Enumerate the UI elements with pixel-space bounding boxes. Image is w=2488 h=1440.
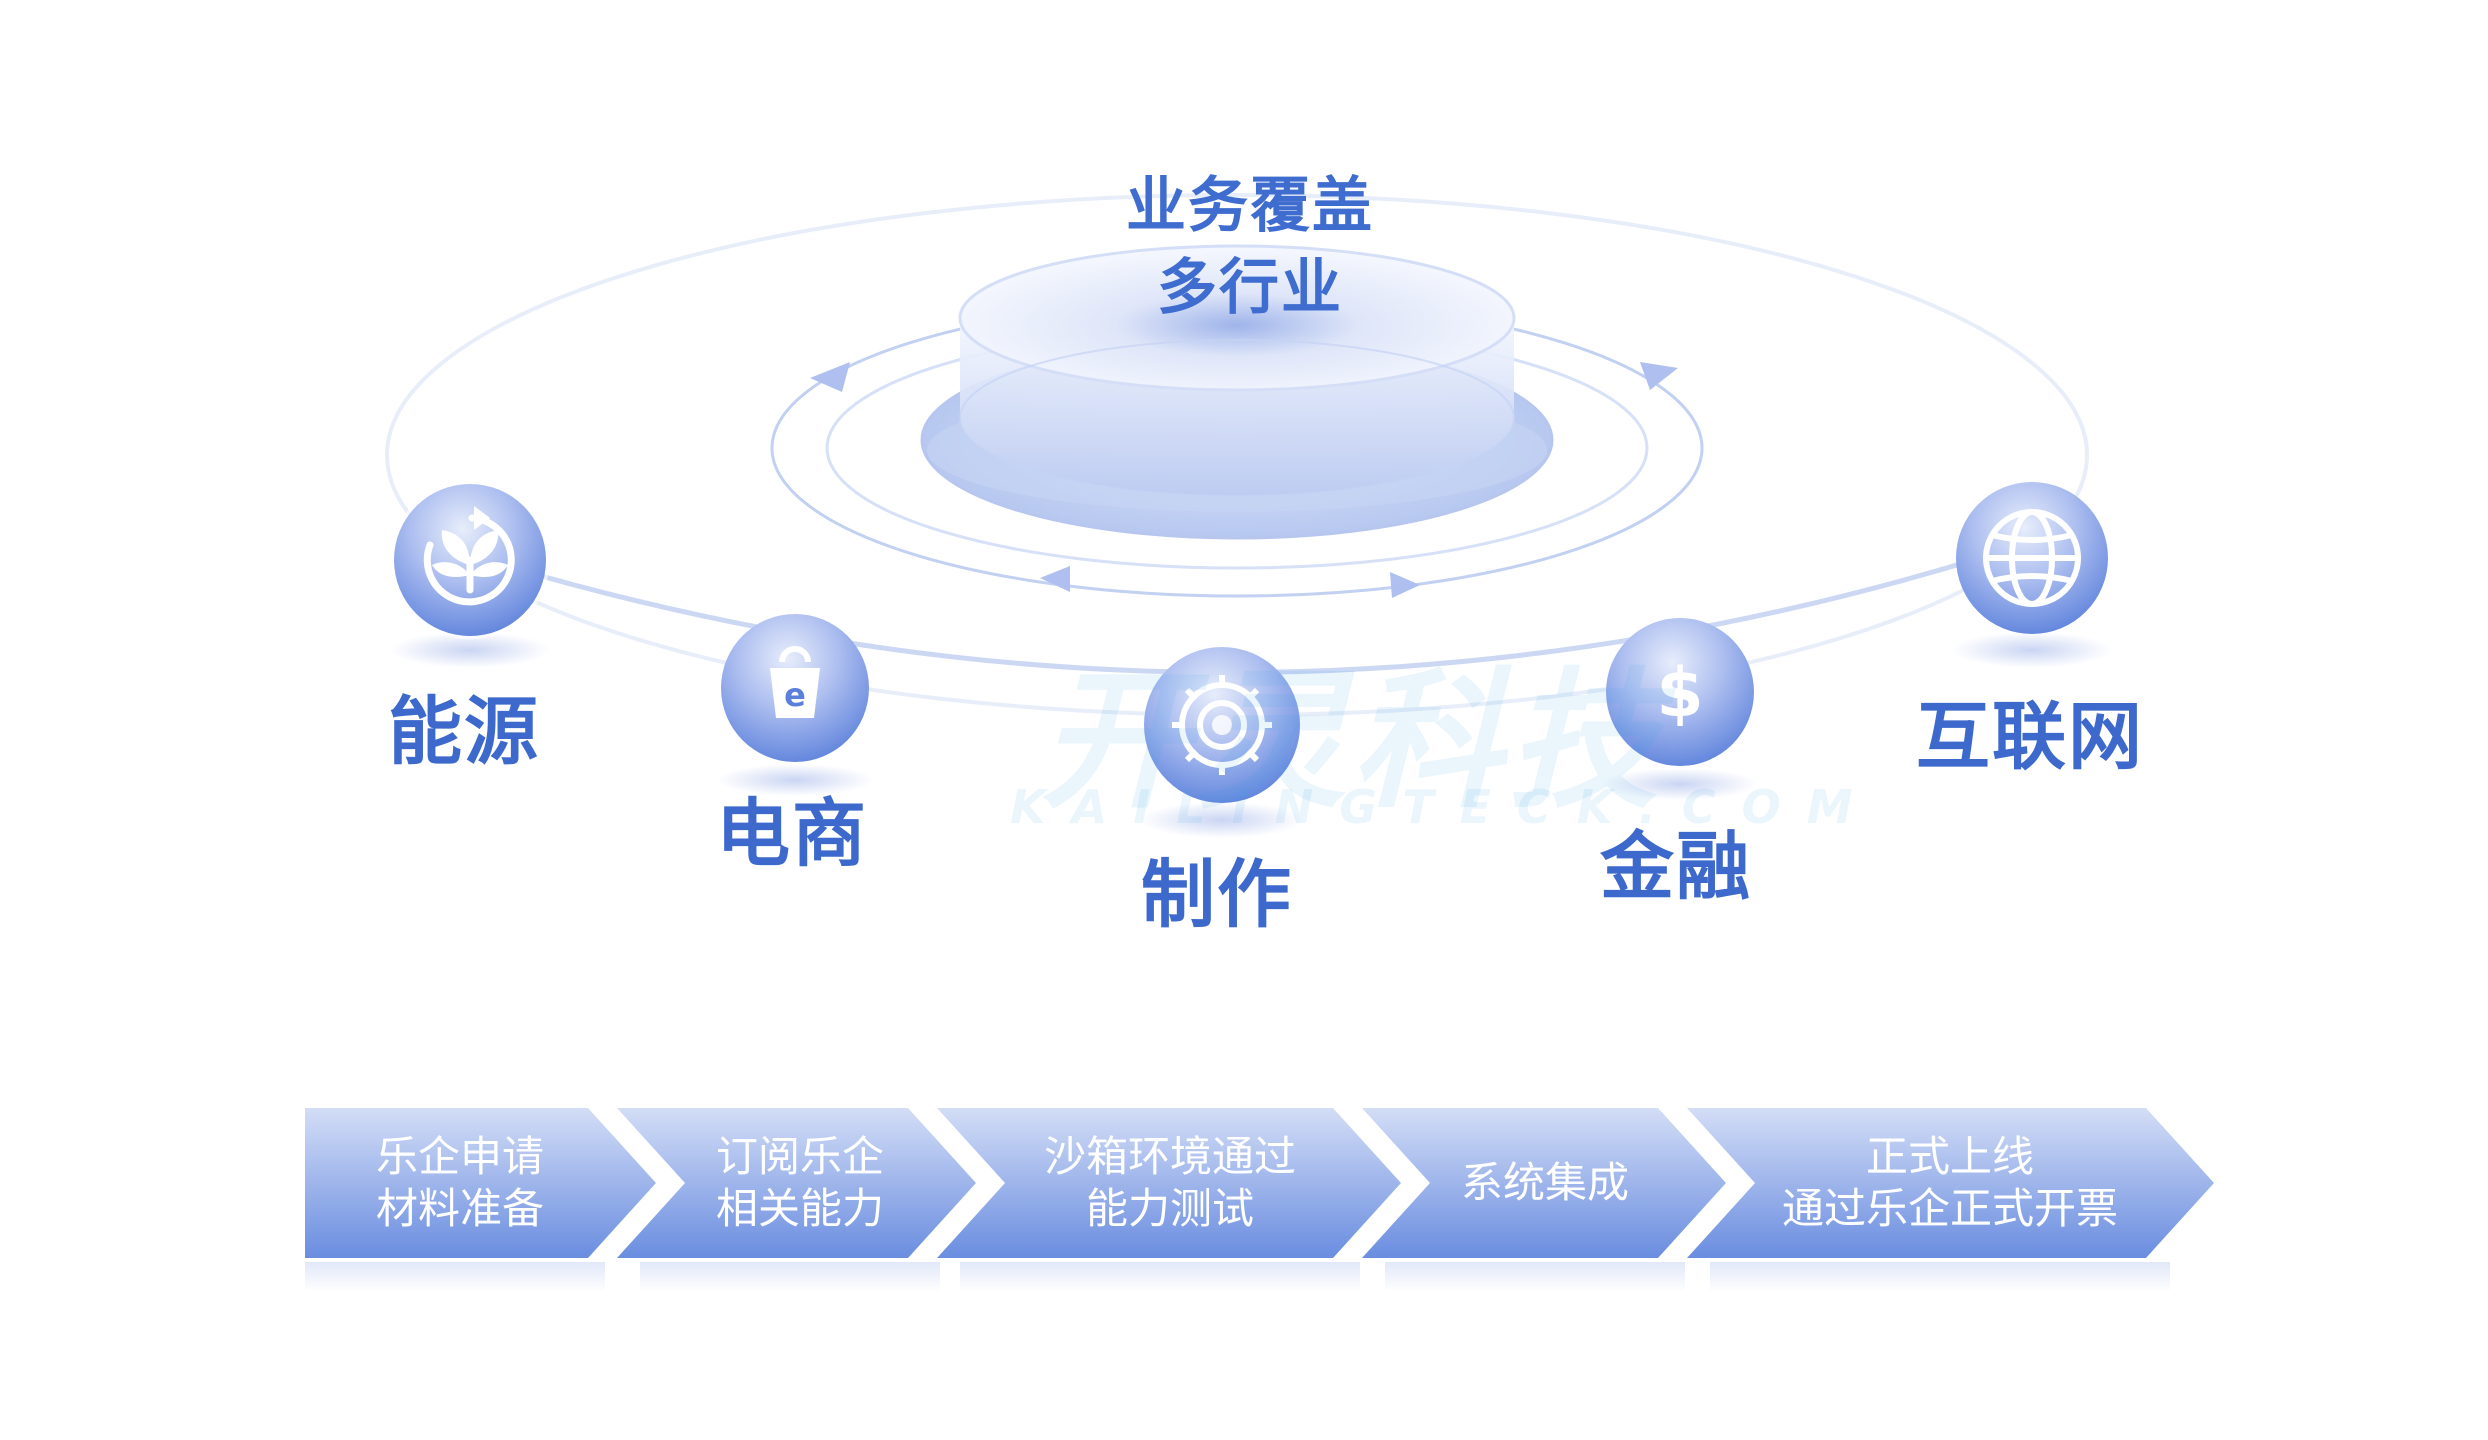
- step-3-text: 沙箱环境通过 能力测试: [975, 1131, 1365, 1235]
- step-arrow-3: [937, 1108, 1401, 1292]
- industry-label-ecommerce: 电商: [716, 791, 868, 877]
- industry-icon-finance: $: [1602, 618, 1758, 800]
- industry-icon-manufacturing: [1140, 647, 1304, 838]
- step-arrow-4: [1362, 1108, 1726, 1292]
- step-2-text: 订阅乐企 相关能力: [655, 1131, 945, 1235]
- industry-label-energy: 能源: [388, 689, 540, 775]
- hub-title-line1: 业务覆盖: [1126, 171, 1374, 241]
- step-arrow-5: [1687, 1108, 2214, 1292]
- hub-title-line2: 多行业: [1157, 253, 1343, 323]
- step-4-line1: 系统集成: [1460, 1158, 1629, 1207]
- step-3-line1: 沙箱环境通过: [1043, 1132, 1296, 1181]
- hub-title: 业务覆盖 多行业: [1050, 165, 1450, 329]
- central-platform: [770, 244, 1704, 598]
- step-arrow-1: [305, 1108, 656, 1292]
- step-5-line2: 通过乐企正式开票: [1781, 1184, 2118, 1233]
- svg-text:e: e: [784, 676, 806, 714]
- industry-label-internet: 互联网: [1916, 694, 2144, 780]
- step-1-line2: 材料准备: [375, 1184, 544, 1233]
- step-2-line1: 订阅乐企: [715, 1132, 884, 1181]
- step-3-line2: 能力测试: [1085, 1184, 1254, 1233]
- leaf-cycle-icon: [423, 506, 515, 606]
- gear-icon: [1172, 675, 1272, 775]
- dollar-icon: $: [1656, 654, 1703, 733]
- industry-label-manufacturing: 制作: [1141, 852, 1293, 938]
- step-5-text: 正式上线 通过乐企正式开票: [1725, 1131, 2175, 1235]
- globe-icon: [1983, 509, 2081, 607]
- step-2-line2: 相关能力: [715, 1184, 884, 1233]
- step-arrow-2: [617, 1108, 976, 1292]
- industry-label-finance: 金融: [1600, 824, 1752, 910]
- shopping-bag-icon: e: [770, 646, 820, 718]
- step-5-line1: 正式上线: [1865, 1132, 2034, 1181]
- step-1-line1: 乐企申请: [375, 1132, 544, 1181]
- step-1-text: 乐企申请 材料准备: [305, 1131, 615, 1235]
- industry-icon-ecommerce: e: [717, 614, 873, 796]
- industry-icon-energy: [390, 480, 550, 668]
- step-4-text: 系统集成: [1400, 1157, 1690, 1209]
- process-flow: [305, 1108, 2214, 1292]
- industry-icon-internet: [1952, 482, 2112, 668]
